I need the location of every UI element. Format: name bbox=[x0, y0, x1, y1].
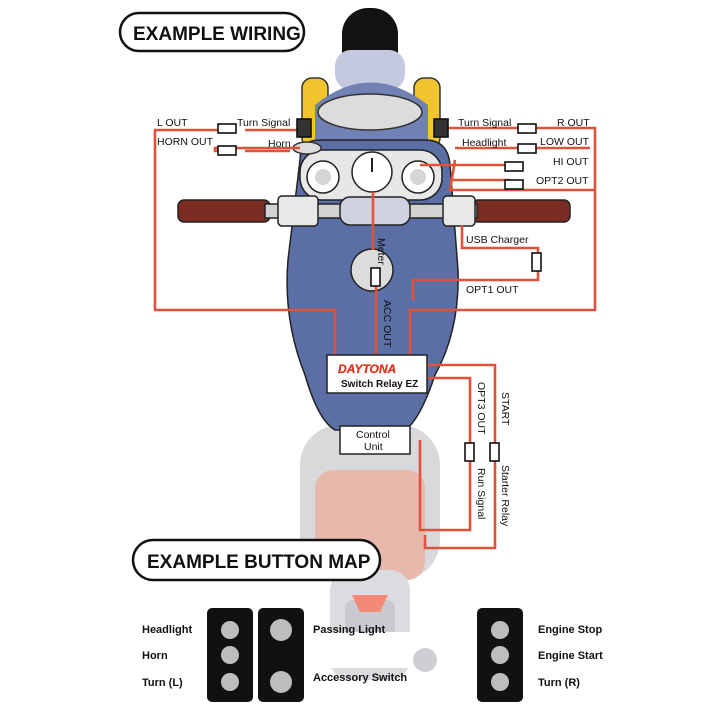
btn-label-passing-light: Passing Light bbox=[313, 624, 385, 636]
label-horn: Horn bbox=[268, 138, 291, 150]
label-starter-relay: Starter Relay bbox=[499, 465, 511, 527]
label-l-out: L OUT bbox=[157, 117, 188, 129]
btn-label-turn-r: Turn (R) bbox=[538, 677, 580, 689]
label-usb-charger: USB Charger bbox=[466, 234, 529, 246]
title-wiring-pill: EXAMPLE WIRING bbox=[118, 11, 306, 53]
btn-label-headlight: Headlight bbox=[142, 624, 192, 636]
middle-switch-pad bbox=[258, 608, 304, 702]
title-button-map: EXAMPLE BUTTON MAP bbox=[147, 552, 371, 573]
title-wiring: EXAMPLE WIRING bbox=[133, 24, 301, 45]
wiring-labels: L OUT HORN OUT Turn Signal Horn Turn Sig… bbox=[157, 117, 590, 527]
btn-label-turn-l: Turn (L) bbox=[142, 677, 183, 689]
label-low-out: LOW OUT bbox=[540, 136, 590, 148]
btn-label-engine-start: Engine Start bbox=[538, 650, 603, 662]
label-headlight: Headlight bbox=[462, 137, 506, 149]
connectors bbox=[217, 118, 542, 462]
label-start: START bbox=[499, 392, 511, 426]
btn-label-accessory-switch: Accessory Switch bbox=[313, 672, 407, 684]
button-map-labels: Headlight Horn Turn (L) Passing Light Ac… bbox=[142, 624, 603, 689]
label-r-out: R OUT bbox=[557, 117, 590, 129]
label-hi-out: HI OUT bbox=[553, 156, 589, 168]
relay-brand: DAYTONA bbox=[338, 362, 396, 376]
label-meter: Meter bbox=[375, 238, 387, 265]
relay-model: Switch Relay EZ bbox=[341, 379, 418, 390]
btn-label-engine-stop: Engine Stop bbox=[538, 624, 602, 636]
title-button-map-pill: EXAMPLE BUTTON MAP bbox=[131, 538, 382, 582]
label-opt1-out: OPT1 OUT bbox=[466, 284, 519, 296]
label-horn-out: HORN OUT bbox=[157, 136, 214, 148]
btn-label-horn: Horn bbox=[142, 650, 168, 662]
switch-relay-box: DAYTONA Switch Relay EZ bbox=[326, 354, 428, 394]
button-map bbox=[207, 608, 523, 702]
label-acc-out: ACC OUT bbox=[381, 300, 393, 348]
label-turn-signal-right: Turn Signal bbox=[458, 117, 511, 129]
control-unit-box: Control Unit bbox=[339, 425, 411, 455]
label-run-signal: Run Signal bbox=[475, 468, 487, 519]
label-turn-signal-left: Turn Signal bbox=[237, 117, 290, 129]
control-unit-line2: Unit bbox=[364, 441, 383, 453]
label-opt2-out: OPT2 OUT bbox=[536, 175, 589, 187]
control-unit-line1: Control bbox=[356, 429, 390, 441]
label-opt3-out: OPT3 OUT bbox=[475, 382, 487, 435]
